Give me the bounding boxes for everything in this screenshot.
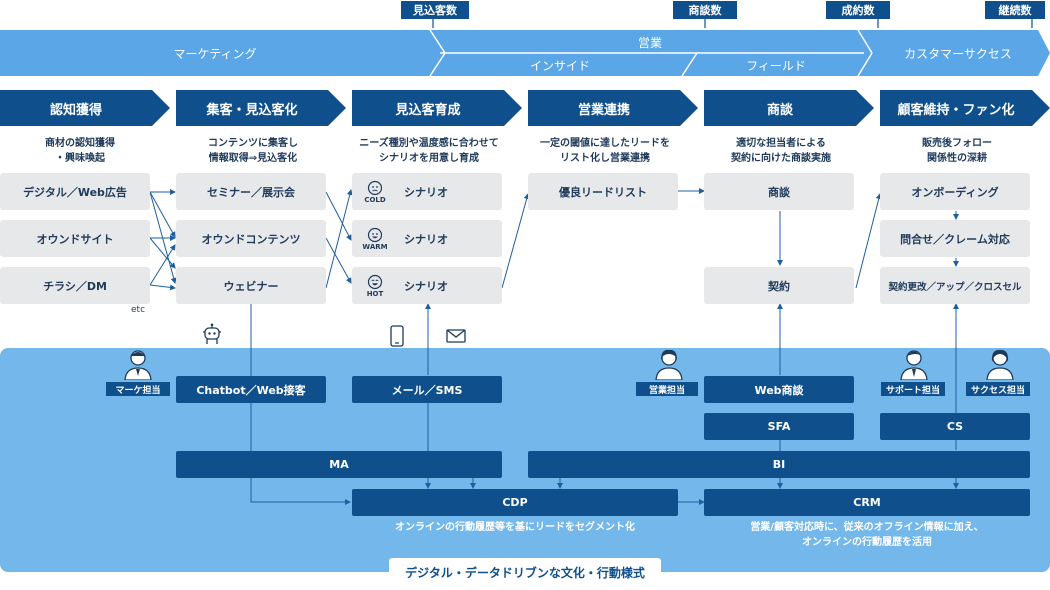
scenario-label: シナリオ <box>404 185 448 199</box>
temp-indicator: HOT <box>352 274 398 298</box>
stage-title: 集客・見込客化 <box>206 102 298 118</box>
tool-bi: BI <box>528 451 1030 478</box>
desc-line: 情報取得⇒見込客化 <box>208 153 298 164</box>
temp-label: WARM <box>362 242 388 251</box>
desc-line: コンテンツに集客し <box>208 138 298 149</box>
tool-mail-sms: メール／SMS <box>352 376 502 403</box>
culture-banner: デジタル・データドリブンな文化・行動様式 <box>389 558 661 586</box>
role-sales: 営業担当 <box>636 382 698 396</box>
mail-icon <box>446 329 466 343</box>
temp-indicator: COLD <box>352 180 398 204</box>
desc-line: 適切な担当者による <box>736 138 826 149</box>
person-icon <box>900 350 928 380</box>
desc-line: 関係性の深耕 <box>927 153 987 164</box>
metric-contracts: 成約数 <box>826 1 890 19</box>
note-line: オンラインの行動履歴を活用 <box>802 537 932 548</box>
etc-label: etc <box>131 305 146 315</box>
phase-marketing: マーケティング <box>173 46 257 61</box>
tool-cdp: CDP <box>352 489 678 516</box>
scenario-cold: COLD シナリオ <box>352 173 502 210</box>
activity-web-ads: デジタル／Web広告 <box>0 173 150 210</box>
stage-description: コンテンツに集客し情報取得⇒見込客化 <box>170 136 336 166</box>
role-support: サポート担当 <box>881 382 945 396</box>
stage-title: 見込客育成 <box>395 102 461 118</box>
cdp-note: オンラインの行動履歴等を基にリードをセグメント化 <box>395 522 635 533</box>
person-icon <box>124 350 152 380</box>
stage-description: 一定の閾値に達したリードをリスト化し営業連携 <box>522 136 688 166</box>
smiley-icon <box>367 274 383 289</box>
activity-negotiation: 商談 <box>704 173 854 210</box>
role-success: サクセス担当 <box>966 382 1030 396</box>
metric-negotiations: 商談数 <box>673 1 737 19</box>
desc-line: ・興味喚起 <box>55 153 105 164</box>
metric-prospects: 見込客数 <box>401 1 469 19</box>
metric-renewals: 継続数 <box>985 1 1045 19</box>
phase-inside: インサイド <box>529 58 590 73</box>
stage-description: ニーズ種別や温度感に合わせてシナリオを用意し育成 <box>346 136 512 166</box>
desc-line: 商材の認知獲得 <box>45 138 115 149</box>
tool-crm: CRM <box>704 489 1030 516</box>
tool-cs: CS <box>880 413 1030 440</box>
stage-description: 適切な担当者による契約に向けた商談実施 <box>698 136 864 166</box>
qualified-lead-list: 優良リードリスト <box>528 173 678 210</box>
desc-line: ニーズ種別や温度感に合わせて <box>359 138 499 149</box>
smiley-icon <box>367 227 383 242</box>
scenario-label: シナリオ <box>404 279 448 293</box>
activity-renewal: 契約更改／アップ／クロスセル <box>880 267 1030 304</box>
temp-indicator: WARM <box>352 227 398 251</box>
desc-line: 契約に向けた商談実施 <box>731 153 831 164</box>
activity-webinar: ウェビナー <box>176 267 326 304</box>
crm-note: 営業/顧客対応時に、従来のオフライン情報に加え、オンラインの行動履歴を活用 <box>690 520 1044 550</box>
activity-onboarding: オンボーディング <box>880 173 1030 210</box>
stage-title: 商談 <box>766 102 793 118</box>
desc-line: シナリオを用意し育成 <box>379 153 479 164</box>
person-icon <box>986 349 1014 380</box>
scenario-label: シナリオ <box>404 232 448 246</box>
stage-description: 商材の認知獲得・興味喚起 <box>0 136 160 166</box>
stage-description: 販売後フォロー関係性の深耕 <box>874 136 1040 166</box>
activity-flyer-dm: チラシ／DM <box>0 267 150 304</box>
person-icon <box>655 349 683 380</box>
cs-band <box>858 30 1050 76</box>
activity-inquiry: 問合せ／クレーム対応 <box>880 220 1030 257</box>
tool-ma: MA <box>176 451 502 478</box>
phase-sales: 営業 <box>637 35 662 50</box>
activity-owned-content: オウンドコンテンツ <box>176 220 326 257</box>
tool-web-meeting: Web商談 <box>704 376 854 403</box>
robot-icon <box>203 323 221 344</box>
temp-label: HOT <box>366 289 384 298</box>
marketing-band <box>0 30 445 76</box>
tool-chatbot: Chatbot／Web接客 <box>176 376 326 403</box>
note-line: 営業/顧客対応時に、従来のオフライン情報に加え、 <box>750 522 984 533</box>
activity-seminar: セミナー／展示会 <box>176 173 326 210</box>
desc-line: 販売後フォロー <box>922 138 992 149</box>
stage-title: 営業連携 <box>577 102 630 118</box>
tool-sfa: SFA <box>704 413 854 440</box>
smartphone-icon <box>390 325 404 347</box>
smiley-icon <box>367 180 383 195</box>
desc-line: リスト化し営業連携 <box>560 153 650 164</box>
stage-title: 認知獲得 <box>49 102 102 118</box>
digital-panel <box>0 348 1050 572</box>
scenario-hot: HOT シナリオ <box>352 267 502 304</box>
stage-title: 顧客維持・ファン化 <box>897 102 1015 118</box>
phase-field: フィールド <box>746 58 806 73</box>
desc-line: 一定の閾値に達したリードを <box>540 138 670 149</box>
activity-owned-site: オウンドサイト <box>0 220 150 257</box>
temp-label: COLD <box>364 195 386 204</box>
phase-customer-success: カスタマーサクセス <box>904 46 1012 61</box>
role-marketing: マーケ担当 <box>106 382 170 396</box>
scenario-warm: WARM シナリオ <box>352 220 502 257</box>
activity-contract: 契約 <box>704 267 854 304</box>
